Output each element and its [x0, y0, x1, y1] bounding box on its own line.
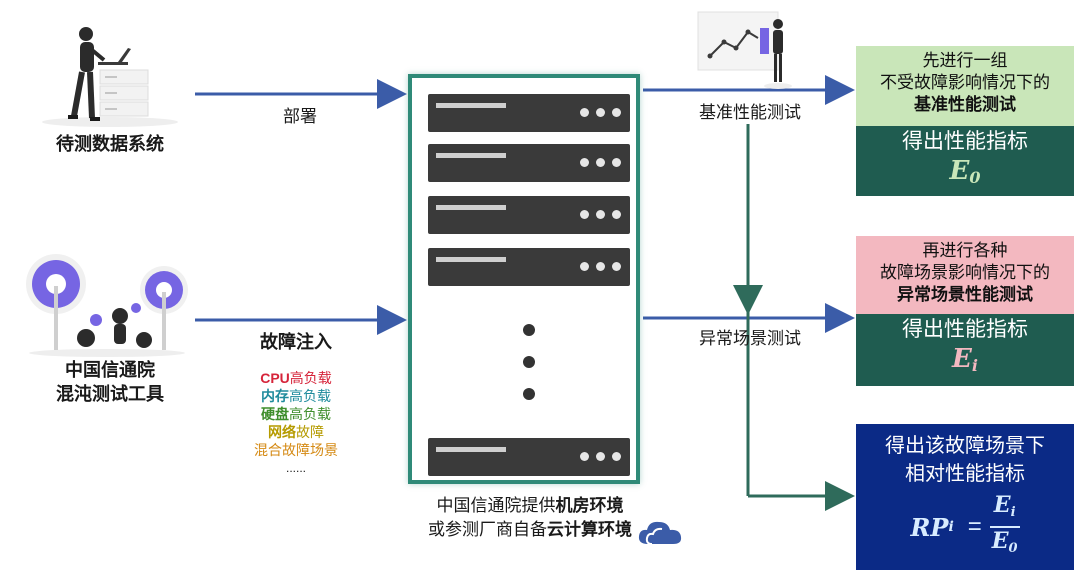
abnormal-metric: Ei	[952, 344, 978, 376]
tool-illustration	[22, 250, 192, 358]
fraction: Ei E0	[989, 492, 1020, 557]
fault-disk: 硬盘高负载	[261, 406, 331, 422]
abnormal-box: 再进行各种 故障场景影响情况下的 异常场景性能测试 得出性能指标 Ei	[856, 236, 1074, 386]
baseline-metric: E0	[949, 156, 981, 188]
server-slot	[428, 248, 630, 286]
tool-label-line2: 混沌测试工具	[56, 384, 164, 404]
server-caption: 中国信通院提供机房环境 或参测厂商自备云计算环境	[380, 494, 680, 542]
tool-label-line1: 中国信通院	[65, 360, 155, 380]
server-slot	[428, 438, 630, 476]
cloud-icon	[638, 521, 682, 545]
baseline-result: 得出性能指标 E0	[856, 126, 1074, 196]
ellipsis-dot	[523, 324, 535, 336]
fault-cpu: CPU高负载	[260, 370, 332, 386]
ellipsis-dot	[523, 356, 535, 368]
fault-network: 网络故障	[268, 424, 324, 440]
presenter-chart-icon	[697, 11, 792, 89]
server-slot	[428, 144, 630, 182]
abnormal-description: 再进行各种 故障场景影响情况下的 异常场景性能测试	[856, 236, 1074, 314]
server-caption-line2: 或参测厂商自备云计算环境	[428, 520, 632, 539]
server-slot	[428, 94, 630, 132]
fault-list: CPU高负载 内存高负载 硬盘高负载 网络故障 混合故障场景 ......	[236, 369, 356, 477]
tool-label: 中国信通院 混沌测试工具	[20, 358, 200, 406]
server-rack	[408, 74, 640, 484]
abnormal-label: 异常场景测试	[699, 329, 801, 348]
server-slot	[428, 196, 630, 234]
person-laptop-icon	[42, 27, 178, 127]
server-caption-line1: 中国信通院提供机房环境	[436, 496, 624, 515]
abnormal-result: 得出性能指标 Ei	[856, 314, 1074, 386]
baseline-description: 先进行一组 不受故障影响情况下的 基准性能测试	[856, 46, 1074, 126]
system-label: 待测数据系统	[56, 134, 164, 154]
deploy-label: 部署	[283, 107, 317, 126]
baseline-box: 先进行一组 不受故障影响情况下的 基准性能测试 得出性能指标 E0	[856, 46, 1074, 196]
fault-memory: 内存高负载	[261, 388, 331, 404]
baseline-label: 基准性能测试	[699, 103, 801, 122]
system-illustration	[30, 18, 190, 130]
fault-label: 故障注入	[260, 332, 332, 352]
ellipsis-dot	[523, 388, 535, 400]
fault-mixed: 混合故障场景	[254, 442, 338, 458]
fault-ellipsis: ......	[285, 461, 306, 475]
team-icon	[26, 254, 188, 357]
